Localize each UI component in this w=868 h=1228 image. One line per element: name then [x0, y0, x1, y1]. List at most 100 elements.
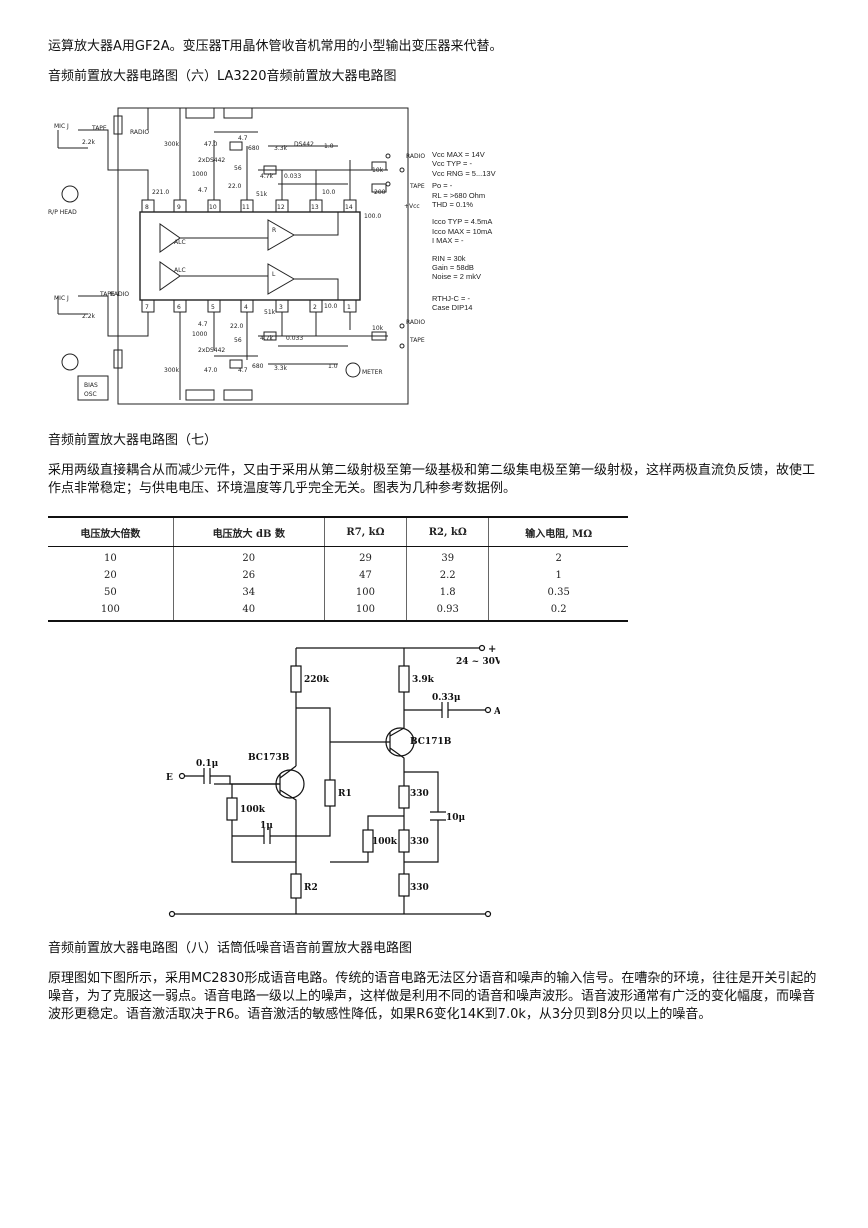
- r56-bot: 56: [234, 337, 242, 344]
- pin-7: 7: [145, 304, 149, 311]
- heading-circuit-6: 音频前置放大器电路图（六）LA3220音频前置放大器电路图: [48, 69, 397, 84]
- la3220-schematic: MIC J TAPE 2.2k R/P HEAD MIC J TAPE RADI…: [48, 107, 425, 405]
- pin-1: 1: [347, 304, 351, 311]
- rp-head: R/P HEAD: [48, 209, 77, 216]
- pin-14: 14: [345, 204, 353, 211]
- c01-label: 0.1μ: [196, 759, 219, 769]
- table-cell: 39: [406, 546, 489, 567]
- c2210-top: 221.0: [152, 189, 169, 196]
- r330b-label: 330: [410, 837, 429, 847]
- spec-po: Po = -: [432, 181, 453, 191]
- c47b-bot: 47.0: [204, 367, 218, 374]
- sw-tape-bot: TAPE: [409, 337, 425, 344]
- spec-icco-typ: Icco TYP = 4.5mA: [432, 217, 493, 227]
- spec-vcc-max: Vcc MAX = 14V: [432, 150, 485, 159]
- spec-icco-max: Icco MAX = 10mA: [432, 226, 493, 236]
- bc173b-label: BC173B: [248, 753, 290, 763]
- c0033-top: 0.033: [284, 173, 301, 180]
- r-22k-top: 2.2k: [82, 139, 96, 146]
- c100-top: 100.0: [364, 213, 381, 220]
- r680-top: 680: [248, 145, 260, 152]
- c0033-bot: 0.033: [286, 335, 303, 342]
- table-row: 10 20 29 39 2: [48, 546, 628, 567]
- r51k-top: 51k: [256, 191, 268, 198]
- pin-11: 11: [242, 204, 250, 211]
- spec-vcc-typ: Vcc TYP = -: [432, 159, 472, 169]
- c033-label: 0.33μ: [432, 693, 461, 703]
- r51k-bot: 51k: [264, 309, 276, 316]
- c47-bot: 4.7: [198, 321, 208, 328]
- pin-8: 8: [145, 204, 149, 211]
- sw-radio-top: RADIO: [406, 153, 425, 160]
- r680-bot: 680: [252, 363, 264, 370]
- c47-top: 47.0: [204, 141, 218, 148]
- sw-radio-bot: RADIO: [406, 319, 425, 326]
- spec-rin: RIN = 30k: [432, 253, 466, 263]
- table-cell: 1: [488, 567, 628, 584]
- table-row: 20 26 47 2.2 1: [48, 567, 628, 584]
- r220k-label: 220k: [304, 675, 330, 685]
- table-row: 50 34 100 1.8 0.35: [48, 584, 628, 601]
- alc-2: ALC: [174, 267, 186, 274]
- r2-label: R2: [304, 883, 318, 893]
- heading-circuit-8: 音频前置放大器电路图（八）话筒低噪音语音前置放大器电路图: [48, 941, 413, 956]
- r1-label: R1: [338, 789, 352, 799]
- diode-bot: 2xDS442: [198, 347, 225, 354]
- table-cell: 2.2: [406, 567, 489, 584]
- us-label: + Us: [488, 644, 500, 655]
- table-cell: 26: [172, 567, 325, 584]
- c1000-top: 1000: [192, 171, 207, 178]
- r47k-bot: 4.7k: [260, 335, 274, 342]
- table-cell: 0.93: [406, 601, 489, 622]
- pin-13: 13: [311, 204, 319, 211]
- table-cell: 20: [172, 546, 325, 567]
- opamp-l: L: [272, 271, 276, 278]
- col-gain-db: 电压放大 dB 数: [172, 516, 325, 547]
- bias-label: BIAS: [84, 382, 98, 389]
- r330a-label: 330: [410, 789, 429, 799]
- spec-rthj: RTHJ-C = -: [432, 293, 470, 303]
- table-cell: 0.2: [488, 601, 628, 622]
- spec-gain: Gain = 58dB: [432, 263, 474, 273]
- table-cell: 50: [103, 587, 117, 598]
- r47k-top: 4.7k: [260, 173, 274, 180]
- r33k-top: 3.3k: [274, 145, 288, 152]
- output-a-label: A: [493, 707, 500, 717]
- c47c-top: 4.7: [198, 187, 208, 194]
- pin-2: 2: [313, 304, 317, 311]
- bc171b-label: BC171B: [410, 737, 452, 747]
- paragraph-8: 原理图如下图所示，采用MC2830形成语音电路。传统的语音电路无法区分语音和噪声…: [48, 971, 817, 1022]
- table-cell: 100: [323, 601, 407, 622]
- r-22k-bot: 2.2k: [82, 313, 96, 320]
- c10b-bot: 1.0: [328, 363, 338, 370]
- input-e-label: E: [166, 773, 173, 783]
- mic-j-top: MIC J: [54, 123, 69, 130]
- col-r2: R2, kΩ: [406, 516, 489, 547]
- spec-imax: I MAX = -: [432, 236, 464, 246]
- table-cell: 2: [488, 546, 628, 567]
- mic-j-bot: MIC J: [54, 295, 69, 302]
- meter-label: METER: [362, 369, 383, 376]
- c10b-top: 10.0: [322, 189, 336, 196]
- table-cell: 47: [323, 567, 407, 584]
- alc-1: ALC: [174, 239, 186, 246]
- pin-12: 12: [277, 204, 285, 211]
- pin-9: 9: [177, 204, 181, 211]
- r10-bot: 10k: [372, 325, 384, 332]
- col-r7: R7, kΩ: [323, 516, 407, 547]
- tape-bot: TAPE: [99, 291, 115, 298]
- table-cell: 0.35: [488, 584, 628, 601]
- supply-range: 24 ~ 30V: [456, 657, 500, 667]
- c47b-top: 4.7: [238, 135, 248, 142]
- c1000-bot: 1000: [192, 331, 207, 338]
- r100k-label: 100k: [240, 805, 266, 815]
- spec-case: Case DIP14: [432, 303, 473, 313]
- col-gain-times: 电压放大倍数: [48, 516, 174, 547]
- reference-data-table: 电压放大倍数 电压放大 dB 数 R7, kΩ R2, kΩ 输入电阻, MΩ …: [48, 516, 628, 622]
- spec-thd: THD = 0.1%: [432, 200, 474, 210]
- c47c-bot: 4.7: [238, 367, 248, 374]
- pin-6: 6: [177, 304, 181, 311]
- r300k-bot: 300k: [164, 367, 179, 374]
- osc-label: OSC: [84, 391, 97, 398]
- c10-bot: 10.0: [324, 303, 338, 310]
